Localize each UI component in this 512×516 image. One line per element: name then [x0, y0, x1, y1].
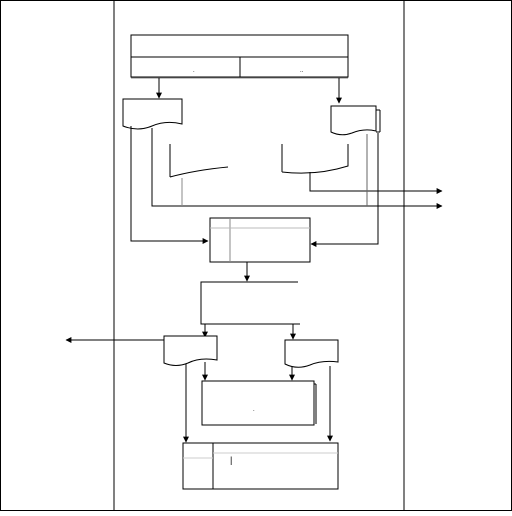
wave-right [281, 144, 349, 174]
arrow-docleft-to-external [151, 128, 443, 209]
doc-right-top [330, 105, 381, 136]
header-table [130, 34, 349, 79]
header-right-tick: .. [300, 68, 304, 74]
table-bottom-tick: | [230, 455, 233, 465]
arrow-docright-to-process [310, 133, 379, 247]
wave-left [169, 144, 229, 178]
doc-left-mid [163, 335, 218, 366]
process-lower [201, 380, 317, 426]
merge-bar [200, 281, 300, 325]
process-lower-tick: . [253, 407, 255, 413]
arrow-docleft-to-process [130, 126, 209, 244]
doc-left-top [122, 98, 183, 130]
table-bottom [182, 442, 339, 490]
arrow-docright-to-external [309, 172, 443, 194]
header-left-tick: . [193, 68, 195, 74]
process-center [209, 217, 311, 263]
doc-right-mid [284, 339, 339, 368]
